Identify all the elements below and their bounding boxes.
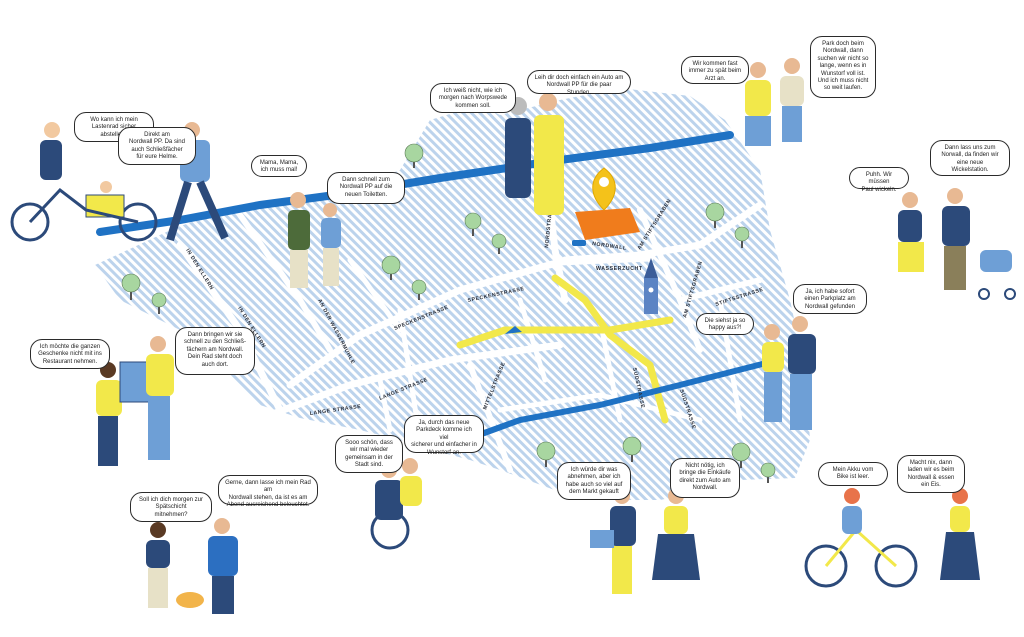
bubble-mama: Mama, Mama, ich muss mal! (251, 155, 307, 177)
stroller-family-figure (898, 188, 1016, 300)
label-nordstrasse: NORDSTRASSE (544, 201, 555, 248)
bubble-rad-stehen: Gerne, dann lasse ich mein Rad am Nordwa… (218, 475, 318, 508)
fountain-icon (505, 326, 522, 334)
bubble-akku: Mein Akku vom Bike ist leer. (818, 462, 888, 486)
bike-pair-figure (804, 488, 980, 588)
bubble-markt: Ich würde dir was abnehmen, aber ich hab… (557, 462, 631, 500)
dog-walkers-figure (146, 518, 238, 614)
label-nordwall: NORDWALL (592, 241, 627, 252)
bubble-gemeinsam: Sooo schön, dass wir mal wieder gemeinsa… (335, 435, 403, 473)
couple-doctor-figure (745, 58, 804, 146)
gifts-couple-figure (96, 336, 174, 466)
shopping-couple-figure (590, 488, 700, 594)
happy-couple-figure (762, 316, 816, 430)
bubble-wickelstation: Dann lass uns zum Norwall, da finden wir… (930, 140, 1010, 176)
bubble-parkplatz: Ja, ich habe sofort einen Parkplatz am N… (793, 284, 867, 314)
bubble-park-nordwall: Park doch beim Nordwall, dann suchen wir… (810, 36, 876, 98)
parking-deck (572, 167, 640, 246)
highlighted-streets (456, 274, 674, 424)
bubble-arzt: Wir kommen fast immer zu spät beim Arzt … (681, 56, 749, 84)
bubble-happy: Die siehst ja so happy aus?! (696, 313, 754, 335)
church-icon (644, 258, 658, 314)
trees (121, 143, 776, 483)
cargo-bike-figure (10, 122, 158, 242)
river-south (462, 359, 773, 443)
bubble-spaetschicht: Soll ich dich morgen zur Spätschicht mit… (130, 492, 212, 522)
label-wasserzucht: WASSERZUCHT (596, 266, 643, 272)
bubble-einkaeufe: Nicht nötig, ich bringe die Einkäufe dir… (670, 458, 740, 498)
elderly-couple-figure (505, 93, 564, 215)
bubble-schliessfaecher: Dann bringen wir sie schnell zu den Schl… (175, 327, 255, 375)
bubble-worpswede: Ich weiß nicht, wie ich morgen nach Worp… (430, 83, 516, 113)
bubble-eis: Macht nix, dann laden wir es beim Nordwa… (897, 455, 965, 493)
bubble-toiletten: Dann schnell zum Nordwall PP auf die neu… (327, 172, 405, 204)
bubble-parkdeck: Ja, durch das neue Parkdeck komme ich vi… (404, 415, 484, 456)
people-illustrations (10, 58, 1016, 614)
bubble-wickeln: Puhh. Wir müssen Paul wickeln. (849, 167, 909, 193)
bubble-auto-leihen: Leih dir doch einfach ein Auto am Nordwa… (527, 70, 631, 96)
bubble-lastenrad-answer: Direkt am Nordwall PP. Da sind auch Schl… (118, 127, 196, 165)
family-figure (288, 192, 341, 288)
bubble-geschenke: Ich möchte die ganzen Geschenke nicht mi… (30, 339, 110, 369)
